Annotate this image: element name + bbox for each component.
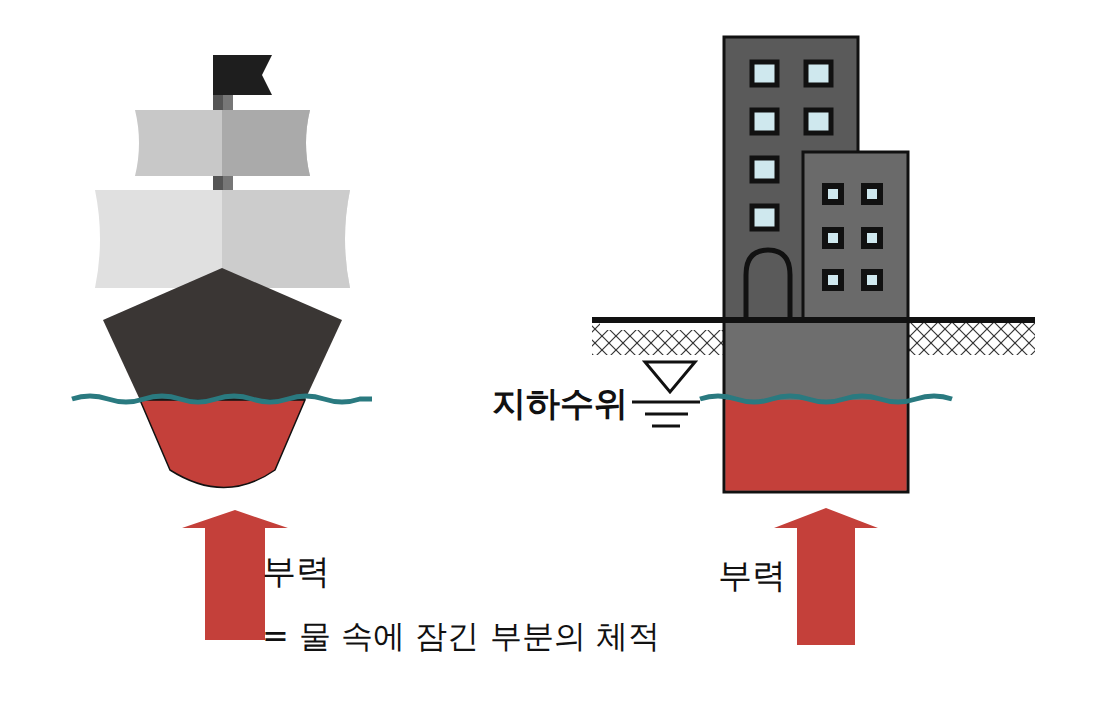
water-table-label: 지하수위 bbox=[492, 384, 628, 423]
building bbox=[592, 37, 1035, 645]
force-label: 부력 bbox=[718, 556, 786, 595]
force-label: 부력 bbox=[262, 552, 330, 591]
ship bbox=[72, 55, 372, 640]
formula-note: = 물 속에 잠긴 부분의 체적 bbox=[262, 618, 660, 655]
